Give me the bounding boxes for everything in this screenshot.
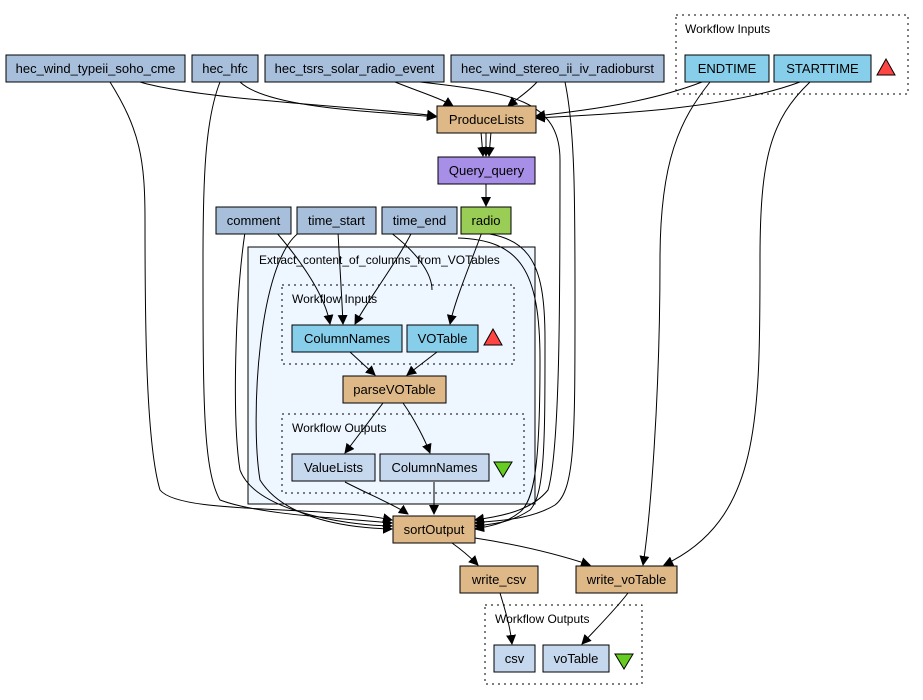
node-producelists[interactable]: ProduceLists [436, 105, 537, 134]
workflow-input-triangle-icon [876, 57, 896, 76]
edges [109, 81, 811, 645]
node-endtime[interactable]: ENDTIME [684, 54, 770, 83]
edge-stereo-to-sortoutput [474, 81, 576, 527]
node-label: time_end [393, 213, 446, 228]
edge-radio-to-votable-in [446, 231, 483, 325]
node-label: ENDTIME [698, 61, 757, 76]
edge-timeend2-to-sortoutput [457, 237, 541, 533]
node-votable-input[interactable]: VOTable [406, 324, 479, 353]
cluster-top-inputs-label: Workflow Inputs [685, 22, 770, 36]
edge-producelists-to-query-1 [477, 131, 488, 157]
node-starttime[interactable]: STARTTIME [773, 54, 872, 83]
node-label: ColumnNames [304, 331, 390, 346]
node-label: hec_hfc [202, 61, 248, 76]
edge-comment-to-columnnames [275, 231, 334, 325]
cluster-nested-workflow-outputs: Workflow Outputs [281, 413, 525, 494]
node-label: ValueLists [304, 460, 364, 475]
nested-output-triangle-icon [493, 461, 513, 478]
edge-starttime-to-producelists [535, 81, 801, 123]
edge-sortoutput-to-writevotable [474, 537, 591, 567]
edge-soho-cme-to-sortoutput [109, 81, 393, 524]
node-time-start[interactable]: time_start [296, 206, 377, 235]
edge-tsrs-to-producelists [394, 81, 454, 107]
edge-timeend-to-columnnames [354, 231, 413, 325]
node-parsevotable[interactable]: parseVOTable [342, 375, 447, 404]
cluster-nested-label: Extract_content_of_columns_from_VOTables [259, 253, 500, 267]
node-label: hec_wind_typeii_soho_cme [16, 61, 176, 76]
node-hec-wind-stereo-ii-iv-radioburst[interactable]: hec_wind_stereo_ii_iv_radioburst [450, 54, 665, 83]
node-valuelists[interactable]: ValueLists [291, 453, 376, 482]
node-label: write_csv [471, 572, 527, 587]
edge-radio-to-sortoutput [461, 231, 546, 531]
edge-votable-to-parsevotable [406, 351, 438, 376]
edge-parsevotable-to-columnnames-out [402, 402, 432, 454]
edge-sortoutput-to-writecsv [451, 542, 479, 566]
edge-soho-cme-to-producelists [139, 81, 437, 120]
node-sortoutput[interactable]: sortOutput [392, 515, 476, 544]
node-label: ProduceLists [449, 112, 525, 127]
edge-endtime-to-producelists [535, 81, 703, 120]
cluster-nested-outputs-label: Workflow Outputs [292, 421, 386, 435]
node-label: voTable [554, 651, 599, 666]
node-label: VOTable [418, 331, 468, 346]
edge-valuelists-to-sortoutput [344, 481, 409, 515]
node-write-votable[interactable]: write_voTable [575, 565, 678, 594]
edge-timestart-to-columnnames [337, 231, 348, 325]
edge-stereo-to-producelists [507, 81, 538, 107]
edge-columnnames-to-parsevotable [349, 351, 376, 376]
node-label: ColumnNames [392, 460, 478, 475]
edge-parsevotable-to-valuelists [344, 402, 384, 454]
edge-hfc-to-producelists [239, 81, 437, 122]
node-hec-hfc[interactable]: hec_hfc [191, 54, 259, 83]
node-label: write_voTable [586, 572, 667, 587]
node-votable-output[interactable]: voTable [542, 644, 610, 673]
edge-writecsv-to-csv [499, 592, 517, 645]
edge-producelists-to-query-3 [484, 131, 495, 157]
node-hec-wind-typeii-soho-cme[interactable]: hec_wind_typeii_soho_cme [5, 54, 186, 83]
node-hec-tsrs-solar-radio-event[interactable]: hec_tsrs_solar_radio_event [264, 54, 445, 83]
edge-hfc-to-sortoutput [202, 81, 393, 528]
node-columnnames-input[interactable]: ColumnNames [291, 324, 403, 353]
node-label: hec_tsrs_solar_radio_event [275, 61, 435, 76]
cluster-bottom-outputs-label: Workflow Outputs [495, 612, 589, 626]
node-label: sortOutput [404, 522, 465, 537]
node-label: hec_wind_stereo_ii_iv_radioburst [461, 61, 654, 76]
workflow-output-triangle-icon [614, 653, 634, 670]
node-write-csv[interactable]: write_csv [459, 565, 539, 594]
edge-endtime-to-writevotable [639, 81, 711, 566]
cluster-nested-inputs-label: Workflow Inputs [292, 292, 377, 306]
node-time-end[interactable]: time_end [381, 206, 458, 235]
edge-tsrs-to-sortoutput [419, 81, 561, 524]
node-csv-output[interactable]: csv [493, 644, 536, 673]
edge-timestart-to-sortoutput [255, 231, 393, 534]
node-columnnames-output[interactable]: ColumnNames [379, 453, 490, 482]
node-label: time_start [308, 213, 365, 228]
node-label: radio [472, 213, 501, 228]
node-query-query[interactable]: Query_query [437, 156, 536, 185]
node-label: parseVOTable [353, 382, 435, 397]
cluster-top-workflow-inputs: Workflow Inputs [675, 14, 909, 95]
node-label: STARTTIME [786, 61, 859, 76]
edge-comment-to-sortoutput [234, 231, 393, 531]
edge-writevotable-to-votable [581, 592, 629, 645]
node-label: Query_query [449, 163, 525, 178]
node-comment[interactable]: comment [215, 206, 292, 235]
cluster-bottom-workflow-outputs: Workflow Outputs [484, 604, 643, 685]
edge-starttime-to-writevotable [663, 81, 811, 566]
node-label: csv [505, 651, 525, 666]
nested-input-triangle-icon [483, 327, 503, 346]
node-label: comment [227, 213, 281, 228]
edge-timeend-to-sortoutput [389, 231, 433, 291]
node-radio[interactable]: radio [460, 206, 512, 235]
cluster-nested-workflow-inputs: Workflow Inputs [281, 284, 515, 365]
